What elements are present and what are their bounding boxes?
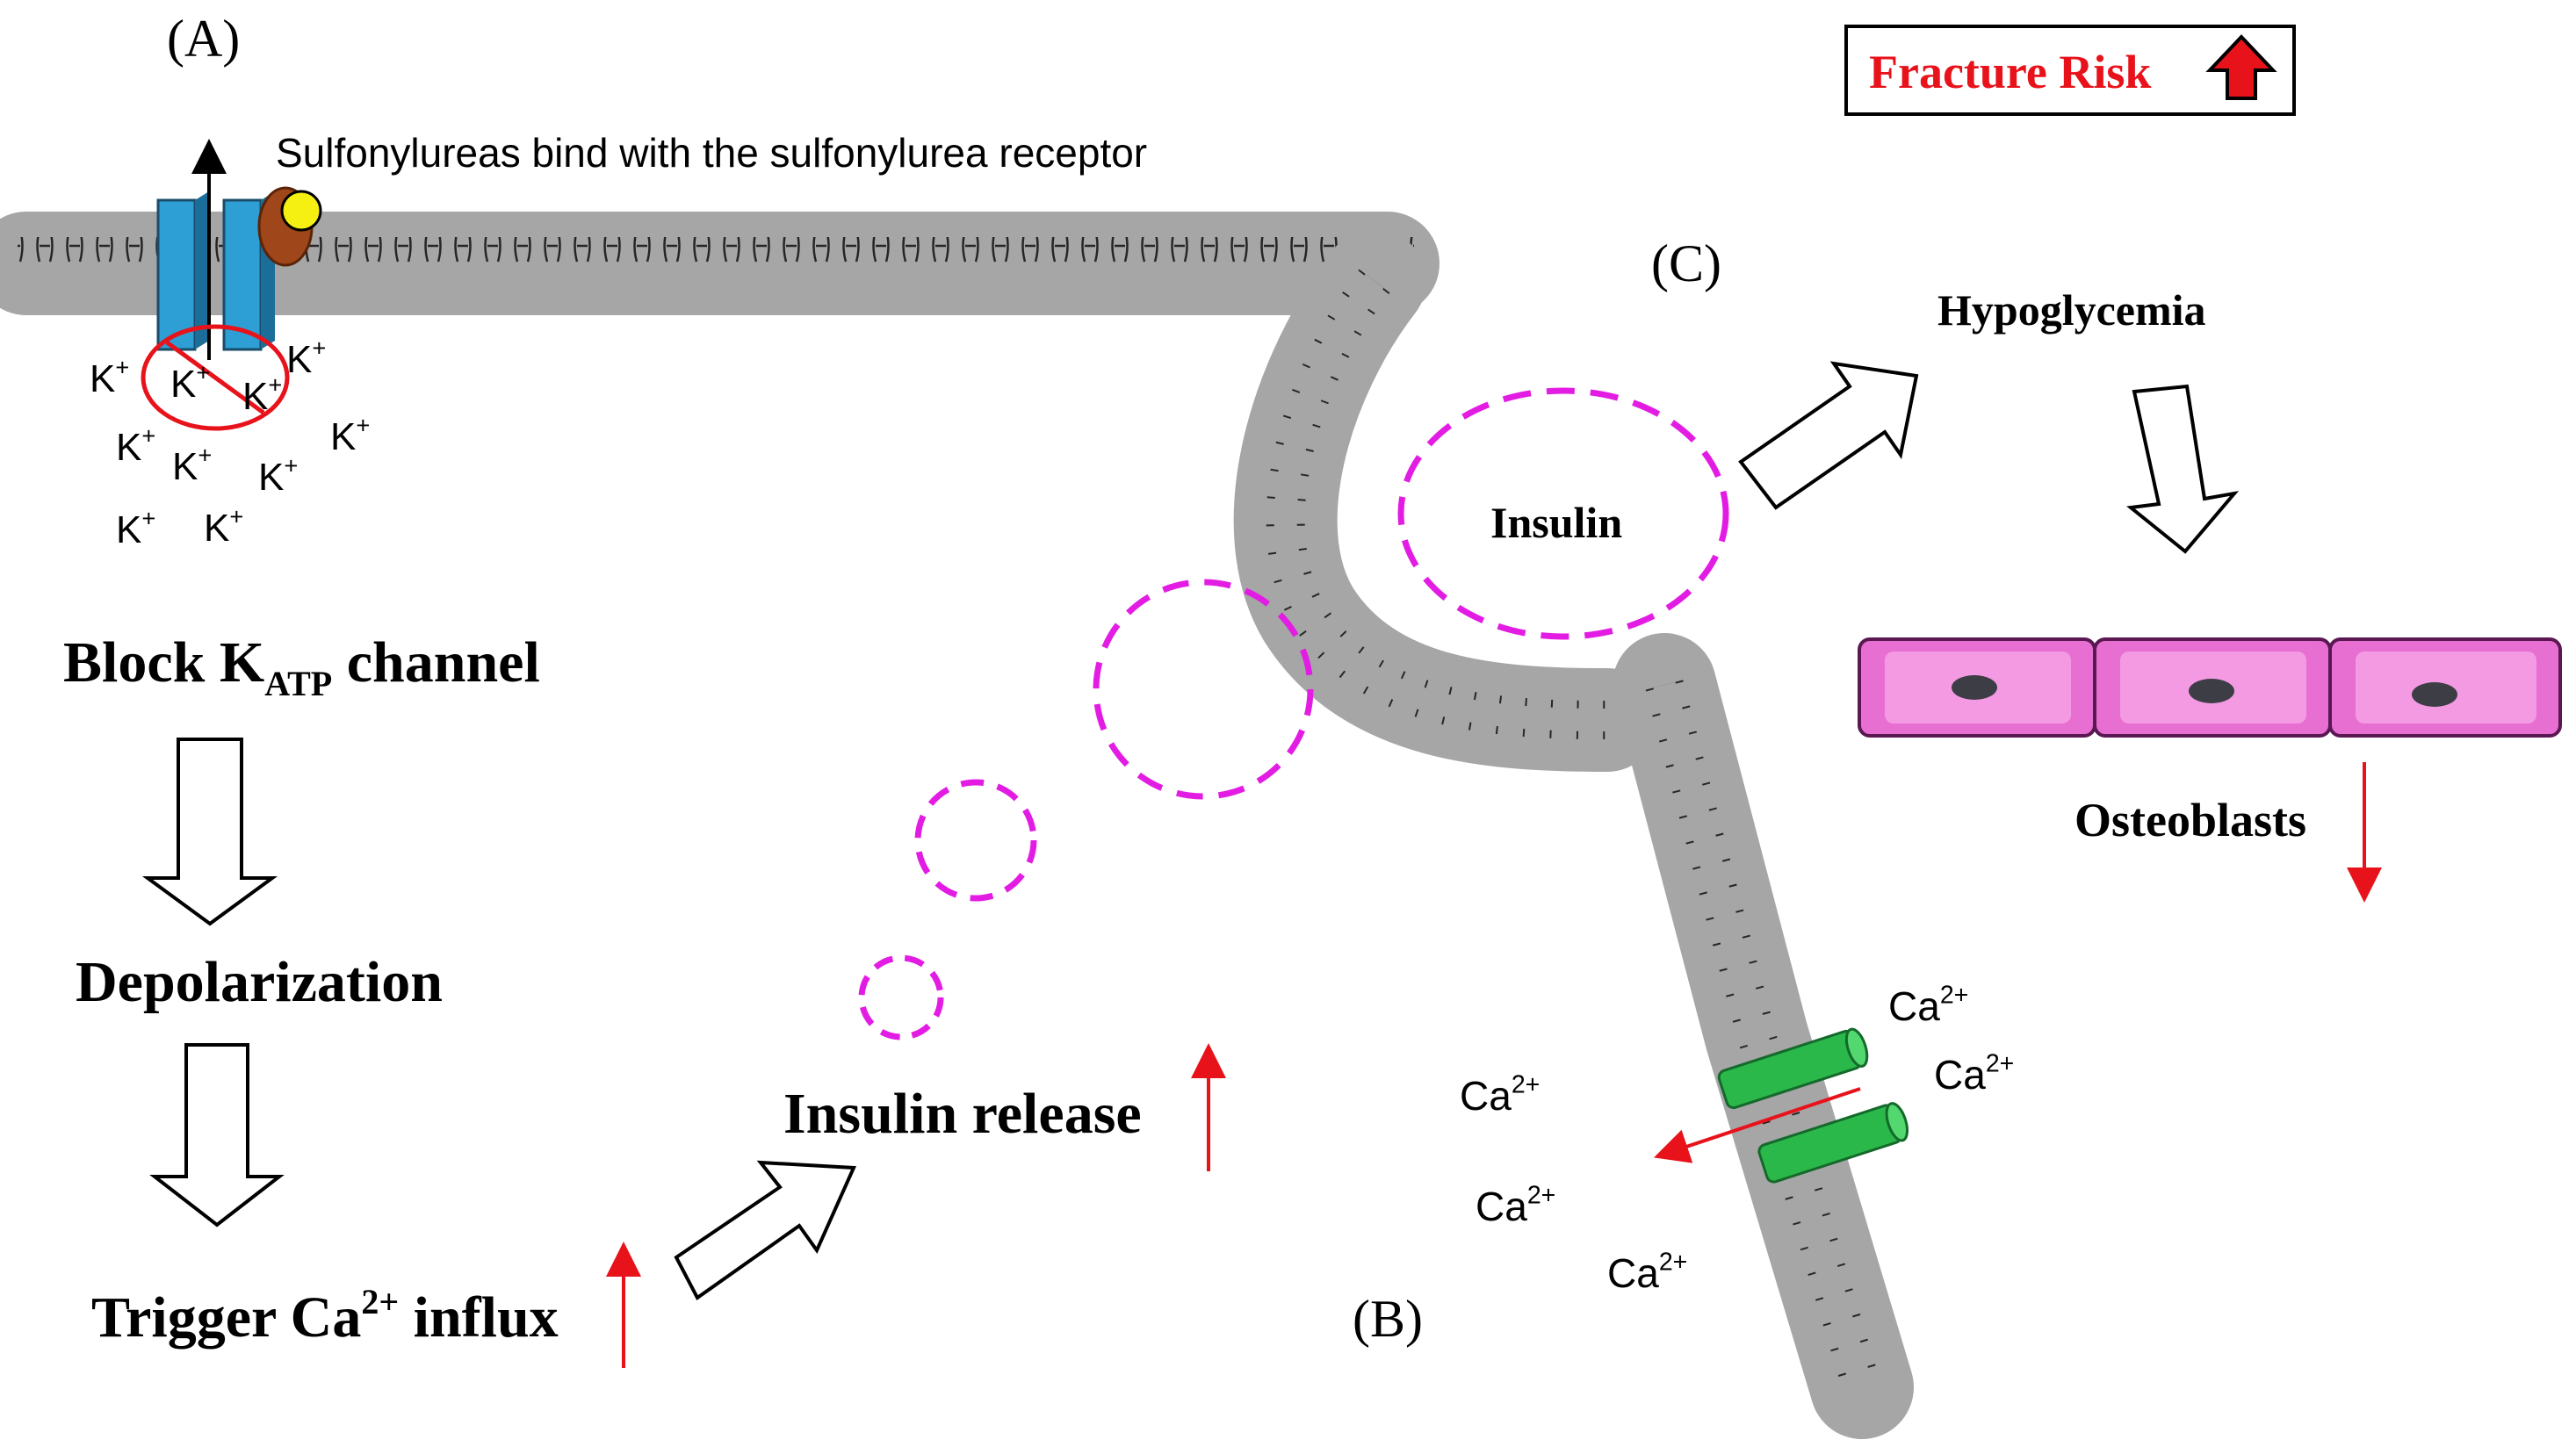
potassium-ion-label: K+: [204, 503, 243, 550]
blocked-channel-icon: [141, 324, 290, 431]
nucleus-icon: [2412, 682, 2457, 707]
step-trigger-ca-influx: Trigger Ca2+ influx: [91, 1282, 559, 1350]
calcium-ions: Ca2+ Ca2+ Ca2+ Ca2+ Ca2+: [1460, 982, 2014, 1296]
vesicle-small: [858, 954, 944, 1040]
fracture-risk-label: Fracture Risk: [1869, 46, 2151, 98]
vesicle-insulin: [1397, 387, 1729, 640]
fracture-risk-box: Fracture Risk: [1844, 25, 2296, 116]
calcium-ion-label: Ca2+: [1607, 1249, 1687, 1296]
vesicle-medium: [914, 779, 1037, 902]
step-block-katp: Block KATP channel: [63, 630, 540, 703]
calcium-ion-label: Ca2+: [1460, 1071, 1540, 1119]
panel-label-b: (B): [1353, 1290, 1423, 1348]
osteoblast-cells: [1858, 637, 2562, 738]
potassium-ion-label: K+: [90, 354, 129, 400]
sulfonylurea-ligand-icon: [280, 190, 322, 232]
sulfonylurea-receptor: [257, 186, 322, 267]
potassium-ion-label: K+: [286, 335, 326, 381]
step-depolarization: Depolarization: [76, 950, 443, 1014]
panel-label-c: (C): [1651, 234, 1721, 292]
potassium-ion-label: K+: [116, 422, 155, 469]
flow-arrow-1: [141, 738, 278, 926]
arrow-to-hypoglycemia: [1738, 361, 1919, 510]
cell-membrane: [0, 212, 1914, 1439]
flow-arrow-2: [149, 1043, 285, 1227]
potassium-ion-label: K+: [170, 359, 210, 406]
calcium-ion-label: Ca2+: [1934, 1050, 2014, 1098]
receptor-caption: Sulfonylureas bind with the sulfonylurea…: [276, 130, 1147, 176]
calcium-channel: [1654, 1027, 1909, 1184]
calcium-ion-label: Ca2+: [1476, 1182, 1555, 1229]
potassium-ion-label: K+: [258, 452, 298, 499]
potassium-ion-label: K+: [172, 442, 212, 488]
fracture-risk-up-arrow-icon: [2205, 34, 2277, 100]
panel-label-a: (A): [167, 10, 240, 68]
potassium-ion-label: K+: [330, 412, 370, 458]
insulin-vesicles: [858, 387, 1729, 1040]
hypoglycemia-label: Hypoglycemia: [1937, 285, 2206, 335]
potassium-ion-label: K+: [242, 371, 282, 418]
step-insulin-release: Insulin release: [783, 1082, 1142, 1146]
calcium-ion-label: Ca2+: [1888, 982, 1968, 1029]
osteoblasts-label: Osteoblasts: [2075, 794, 2306, 846]
arrow-to-osteoblasts: [2126, 384, 2240, 554]
nucleus-icon: [1952, 675, 1997, 700]
nucleus-icon: [2189, 679, 2234, 703]
potassium-ions: K+K+K+K+K+K+K+K+K+K+: [90, 335, 370, 551]
katp-channel: [156, 139, 275, 360]
calcium-influx-arrow-icon: [1654, 1087, 1861, 1163]
potassium-ion-label: K+: [116, 505, 155, 551]
vesicle-insulin-label: Insulin: [1490, 498, 1622, 547]
vesicle-large: [1093, 579, 1314, 800]
flow-arrow-3: [674, 1160, 857, 1300]
